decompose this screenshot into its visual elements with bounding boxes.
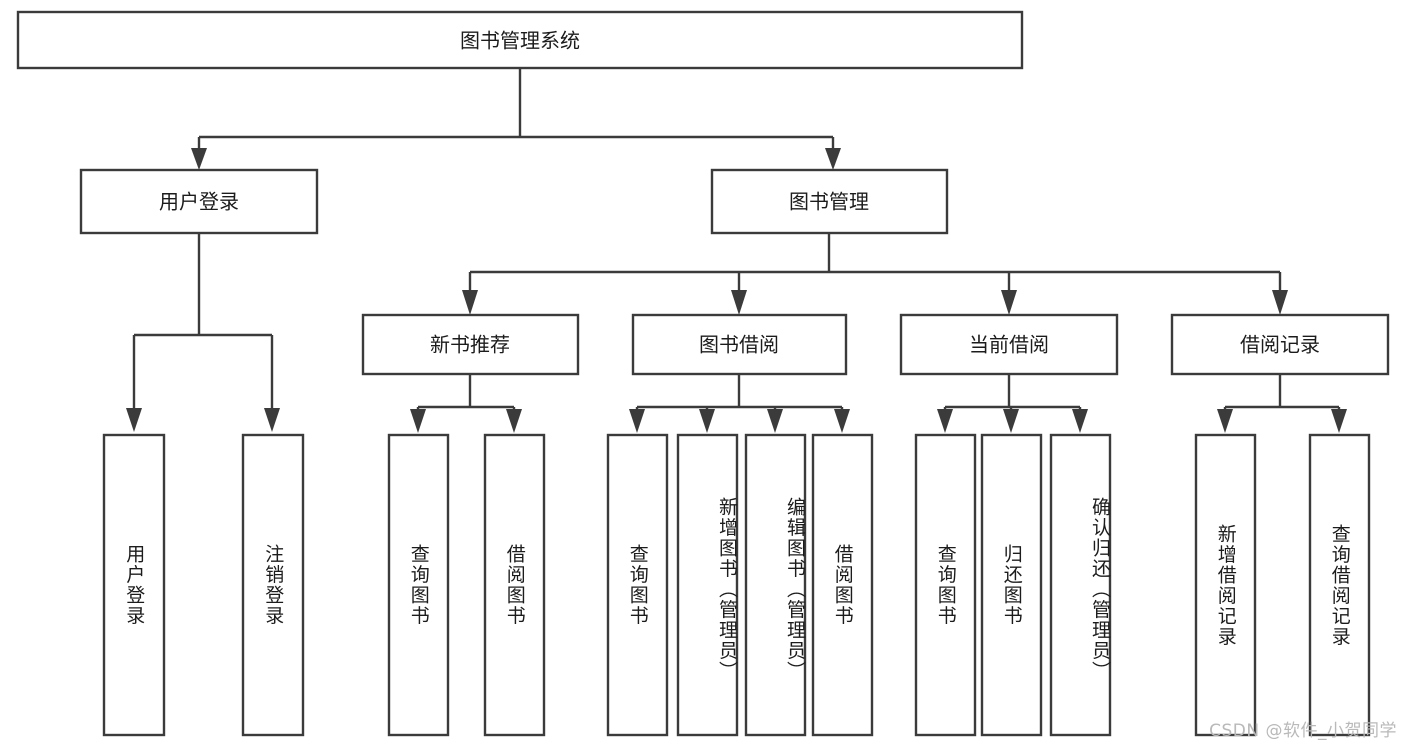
new-book-recommend-box-rect bbox=[361, 313, 580, 376]
arrow-head-icon bbox=[410, 409, 426, 433]
leaf-box-query-borrow-record[interactable] bbox=[1308, 433, 1371, 737]
user-login-box-label: 用户登录 bbox=[159, 190, 239, 214]
arrow-head-icon bbox=[767, 409, 783, 433]
arrow-head-icon bbox=[1217, 409, 1233, 433]
arrow-head-icon bbox=[506, 409, 522, 433]
connector-book-management-to-level2 bbox=[462, 233, 1288, 315]
arrow-head-icon bbox=[937, 409, 953, 433]
arrow-head-icon bbox=[264, 408, 280, 432]
leaf-box-edit-book-admin[interactable] bbox=[744, 433, 807, 737]
node-current-borrow[interactable]: 当前借阅 bbox=[899, 313, 1119, 376]
node-borrow-record[interactable]: 借阅记录 bbox=[1170, 313, 1390, 376]
borrow-record-box-label: 借阅记录 bbox=[1240, 333, 1320, 357]
connector-new-book-to-leaves bbox=[410, 374, 522, 433]
node-book-borrow[interactable]: 图书借阅 bbox=[631, 313, 848, 376]
arrow-head-icon bbox=[1001, 290, 1017, 315]
node-new-book-recommend[interactable]: 新书推荐 bbox=[361, 313, 580, 376]
arrow-head-icon bbox=[1072, 409, 1088, 433]
arrow-head-icon bbox=[1003, 409, 1019, 433]
connector-root-to-level1 bbox=[191, 68, 841, 170]
leaf-box-return-book[interactable] bbox=[980, 433, 1043, 737]
root-box-label: 图书管理系统 bbox=[460, 29, 580, 53]
user-login-box-rect bbox=[79, 168, 319, 235]
connector-current-borrow-to-leaves bbox=[937, 374, 1088, 433]
node-root[interactable]: 图书管理系统 bbox=[16, 10, 1024, 70]
csdn-watermark: CSDN @软件_小贺同学 bbox=[1209, 721, 1397, 741]
connector-user-login-to-leaves bbox=[126, 233, 280, 432]
book-borrow-box-label: 图书借阅 bbox=[699, 333, 779, 357]
current-borrow-box-label: 当前借阅 bbox=[969, 333, 1049, 357]
arrow-head-icon bbox=[731, 290, 747, 315]
new-book-recommend-box-label: 新书推荐 bbox=[430, 333, 510, 357]
leaf-box-query-book-2[interactable] bbox=[606, 433, 669, 737]
node-user-login[interactable]: 用户登录 bbox=[79, 168, 319, 235]
arrow-head-icon bbox=[1331, 409, 1347, 433]
arrow-head-icon bbox=[629, 409, 645, 433]
leaf-box-borrow-book-1[interactable] bbox=[483, 433, 546, 737]
arrow-head-icon bbox=[126, 408, 142, 432]
arrow-head-icon bbox=[1272, 290, 1288, 315]
node-book-management[interactable]: 图书管理 bbox=[710, 168, 949, 235]
leaf-box-user-login[interactable] bbox=[102, 433, 166, 737]
current-borrow-box-rect bbox=[899, 313, 1119, 376]
arrow-head-icon bbox=[191, 148, 207, 170]
arrow-head-icon bbox=[699, 409, 715, 433]
book-management-box-label: 图书管理 bbox=[789, 190, 869, 214]
leaf-box-add-borrow-record[interactable] bbox=[1194, 433, 1257, 737]
connector-borrow-record-to-leaves bbox=[1217, 374, 1347, 433]
arrow-head-icon bbox=[834, 409, 850, 433]
root-box-rect bbox=[16, 10, 1024, 70]
connector-book-borrow-to-leaves bbox=[629, 374, 850, 433]
arrow-head-icon bbox=[825, 148, 841, 170]
leaf-box-query-book-1[interactable] bbox=[387, 433, 450, 737]
arrow-head-icon bbox=[462, 290, 478, 315]
leaf-box-logout[interactable] bbox=[241, 433, 305, 737]
leaf-box-borrow-book-2[interactable] bbox=[811, 433, 874, 737]
leaf-box-query-book-3[interactable] bbox=[914, 433, 977, 737]
leaf-box-confirm-return-admin[interactable] bbox=[1049, 433, 1112, 737]
leaf-box-add-book-admin[interactable] bbox=[676, 433, 739, 737]
